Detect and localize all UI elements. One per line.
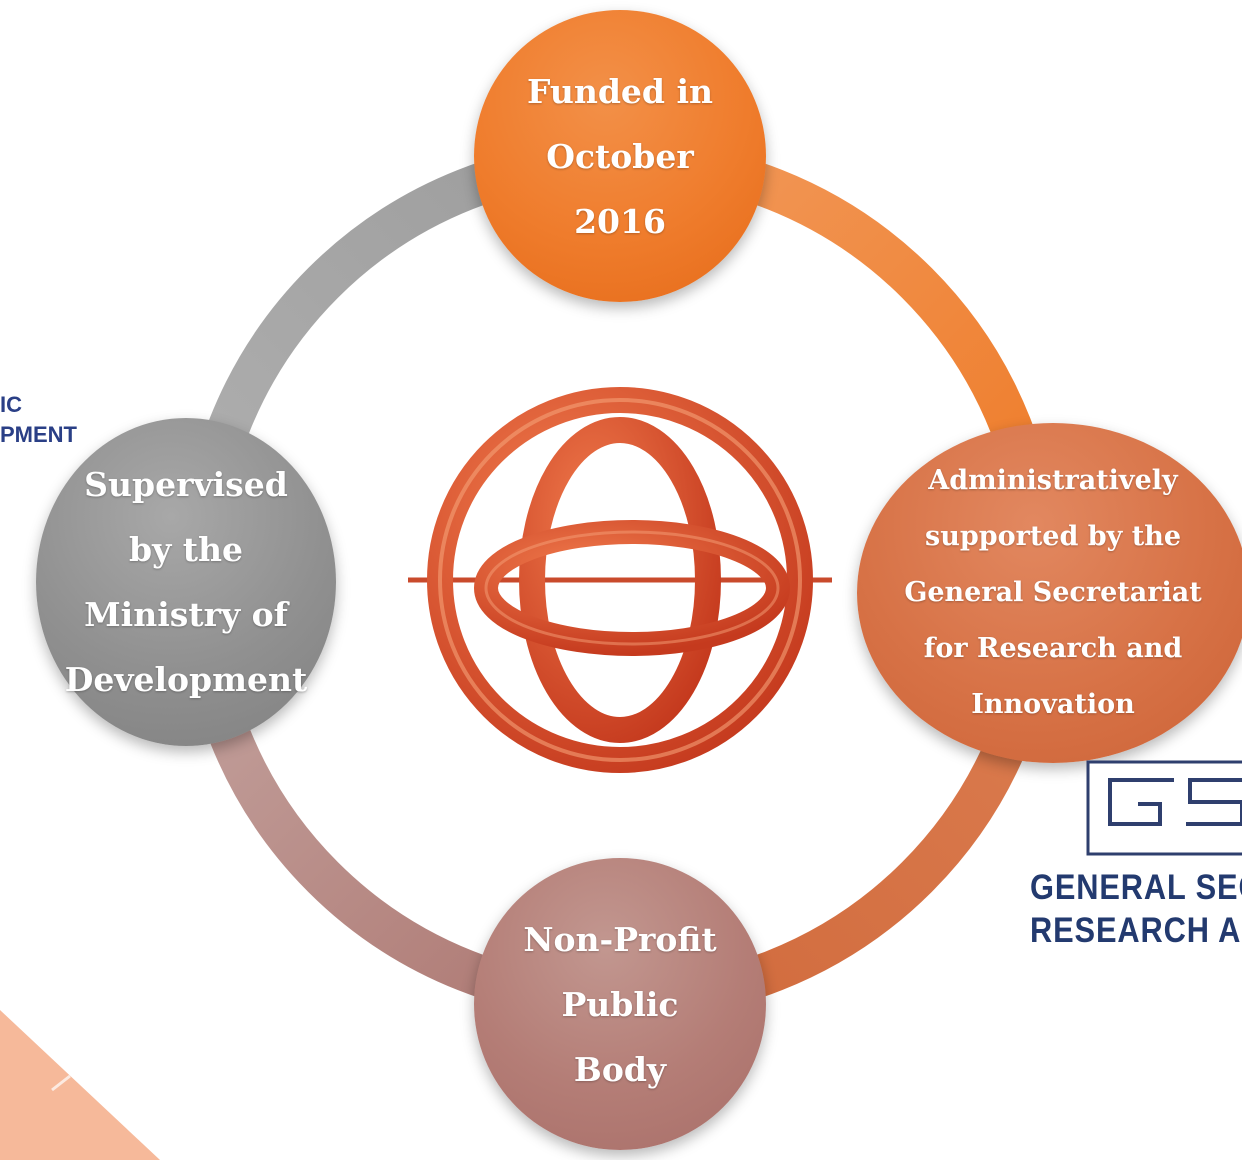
node-line: Supervised (84, 465, 288, 504)
node-administrative-support: Administratively supported by the Genera… (857, 423, 1242, 763)
gsri-logo-g (1108, 778, 1174, 826)
node-line: supported by the (925, 521, 1181, 552)
node-non-profit: Non-Profit Public Body (474, 858, 766, 1150)
gsri-logo-text: GENERAL SEC RESEARCH AI (1030, 866, 1242, 952)
fragment-line: IC (0, 392, 22, 417)
node-line: Administratively (928, 465, 1178, 496)
node-line: Non-Profit (523, 919, 717, 959)
node-line: Body (573, 1049, 667, 1089)
node-line: Ministry of (84, 595, 288, 634)
node-line: Innovation (971, 689, 1135, 720)
gsri-text-line: GENERAL SEC (1030, 868, 1242, 907)
gsri-text-line: RESEARCH AI (1030, 911, 1242, 950)
node-line: Development (64, 660, 308, 699)
node-line: General Secretariat (904, 577, 1202, 608)
gsri-logo-s (1186, 778, 1242, 826)
node-supervised: Supervised by the Ministry of Developmen… (36, 418, 336, 746)
decorative-corner-shape (0, 1010, 160, 1160)
node-line: 2016 (574, 201, 666, 241)
node-line: Funded in (527, 71, 713, 111)
node-line: by the (129, 530, 243, 569)
logo-vertical-loop (519, 417, 721, 743)
node-line: for Research and (923, 633, 1183, 664)
gsri-logo-frame (1086, 760, 1242, 856)
logo-outer-ring-highlight (438, 398, 802, 762)
logo-horizontal-loop-highlight (484, 530, 780, 646)
partner-logo-fragment-left: IC PMENT (0, 390, 77, 450)
node-line: October (546, 136, 694, 176)
node-line: Public (561, 984, 679, 1024)
gsri-logo-icon (1086, 760, 1242, 856)
orbital-rings-logo-icon (408, 387, 832, 773)
fragment-line: PMENT (0, 422, 77, 447)
node-funded: Funded in October 2016 (474, 10, 766, 302)
